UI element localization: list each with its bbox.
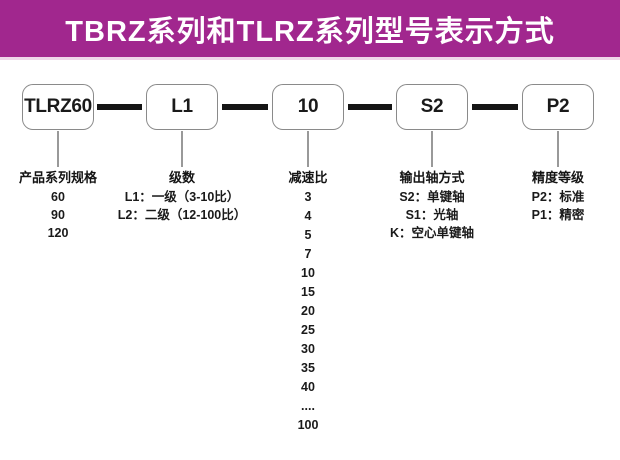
model-box-stages: L1 [146,84,218,130]
pointer-line [431,131,433,167]
model-box-precision: P2 [522,84,594,130]
column-label-output-shaft: 输出轴方式 [399,170,465,185]
option-item: 30 [301,342,315,356]
option-item: K：空心单键轴 [389,226,475,240]
model-box-series: TLRZ60 [22,84,94,130]
connector-line [348,104,392,110]
options-list-stages: L1：一级（3-10比） L2：二级（12-100比） [118,188,247,224]
options-list-output-shaft: S2：单键轴 S1：光轴 K：空心单键轴 [390,188,474,242]
option-item: 7 [304,247,312,261]
option-item: 10 [301,266,315,280]
option-item: 35 [301,361,315,375]
option-item: 3 [304,190,312,204]
connector-line [472,104,518,110]
option-item: S2：单键轴 [399,190,465,204]
option-item: 4 [304,209,312,223]
column-label-series: 产品系列规格 [18,170,98,185]
option-item: 120 [47,226,69,240]
option-item: .... [301,399,315,413]
page-title: TBRZ系列和TLRZ系列型号表示方式 [65,15,555,48]
options-list-series: 60 90 120 [48,188,69,242]
column-label-precision: 精度等级 [531,170,585,185]
pointer-line [57,131,59,167]
options-list-ratio: 3 4 5 7 10 15 20 25 30 35 40.... 100 [298,188,319,435]
column-label-stages: 级数 [168,170,196,185]
option-item: S1：光轴 [405,208,459,222]
option-item: P1：精密 [531,208,585,222]
model-box-ratio: 10 [272,84,344,130]
options-list-precision: P2：标准 P1：精密 [532,188,585,224]
option-item: 20 [301,304,315,318]
model-box-output-shaft: S2 [396,84,468,130]
title-bar-underline [0,57,620,60]
option-item: L1：一级（3-10比） [124,190,240,204]
connector-line [222,104,268,110]
pointer-line [557,131,559,167]
connector-line [97,104,142,110]
option-item: L2：二级（12-100比） [117,208,247,222]
option-item: 100 [297,418,319,432]
option-item: 5 [304,228,312,242]
column-label-ratio: 减速比 [288,170,328,185]
option-item: 15 [301,285,315,299]
option-item: 60 [51,190,65,204]
pointer-line [181,131,183,167]
option-item: P2：标准 [531,190,585,204]
option-item: 40 [301,380,315,394]
option-item: 90 [51,208,65,222]
pointer-line [307,131,309,167]
title-bar: TBRZ系列和TLRZ系列型号表示方式 [0,0,620,57]
option-item: 25 [301,323,315,337]
